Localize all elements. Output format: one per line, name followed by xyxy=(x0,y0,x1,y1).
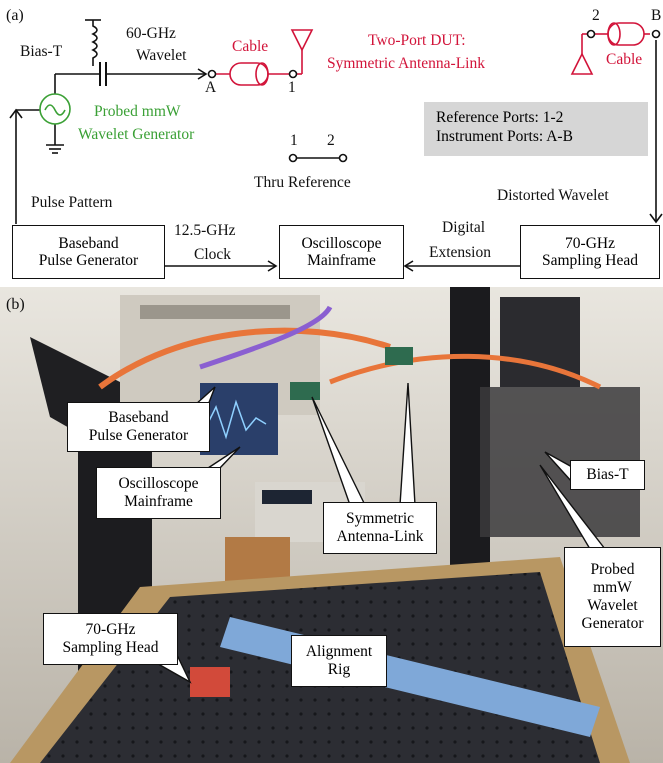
callout-baseband-line2: Pulse Generator xyxy=(88,427,189,444)
pointer-antenna-2 xyxy=(399,382,416,506)
callout-baseband-line1: Baseband xyxy=(108,409,169,427)
inductor-coil xyxy=(91,20,98,66)
arrow-distorted xyxy=(649,213,663,224)
callout-scope-line2: Mainframe xyxy=(124,493,193,510)
thru-label: Thru Reference xyxy=(254,174,351,191)
thru-port2-label: 2 xyxy=(327,132,335,149)
panel-a-label: (a) xyxy=(6,7,24,24)
callout-scope-line1: Oscilloscope xyxy=(118,475,199,493)
port-a-label: A xyxy=(205,79,217,96)
wavelet-label: Wavelet xyxy=(136,47,187,64)
arrow-trigger xyxy=(9,108,23,119)
sampling-box: 70-GHz Sampling Head xyxy=(520,225,660,279)
callout-align-line2: Rig xyxy=(327,661,351,678)
digital-line2: Extension xyxy=(429,244,491,261)
scope-line2: Mainframe xyxy=(307,252,376,269)
port-a-node xyxy=(207,69,217,79)
ports-info-box: Reference Ports: 1-2 Instrument Ports: A… xyxy=(424,102,648,156)
ref-ports-text: Reference Ports: 1-2 xyxy=(436,109,564,126)
callout-sampling-line2: Sampling Head xyxy=(62,639,159,656)
arrow-into-a xyxy=(197,68,208,80)
callout-biast: Bias-T xyxy=(570,460,645,490)
digital-line1: Digital xyxy=(442,219,486,236)
panel-b-label: (b) xyxy=(6,296,25,313)
antenna-right-icon xyxy=(570,52,594,75)
port-2-node xyxy=(586,29,596,39)
cable-left-label: Cable xyxy=(232,38,269,55)
baseband-box: Baseband Pulse Generator xyxy=(12,225,165,279)
instr-ports-text: Instrument Ports: A-B xyxy=(436,128,573,146)
scope-line1: Oscilloscope xyxy=(301,234,382,252)
antenna-left-icon xyxy=(290,29,314,52)
thru-port1-label: 1 xyxy=(290,132,298,149)
cable-right-label: Cable xyxy=(606,51,643,68)
callout-baseband: Baseband Pulse Generator xyxy=(67,402,210,452)
schematic-wires xyxy=(9,19,663,272)
antenna-horn-2 xyxy=(385,347,413,365)
pulse-pattern-label: Pulse Pattern xyxy=(31,194,113,211)
callout-sampling-line1: 70-GHz xyxy=(85,621,136,639)
callout-probed: Probed mmW Wavelet Generator xyxy=(564,547,661,647)
equipment-panel xyxy=(140,305,290,319)
generator-line1: Probed mmW xyxy=(94,103,181,120)
sine-icon xyxy=(44,104,66,116)
baseband-line1: Baseband xyxy=(58,234,119,252)
baseband-line2: Pulse Generator xyxy=(38,252,139,269)
thru-port2-node xyxy=(338,153,348,163)
port-1-node xyxy=(288,69,298,79)
callout-probed-line4: Generator xyxy=(581,614,644,632)
generator-line2: Wavelet Generator xyxy=(78,126,195,143)
callout-align: Alignment Rig xyxy=(291,635,387,687)
cable-right-end xyxy=(607,22,621,46)
callout-probed-line2: mmW xyxy=(593,579,632,597)
scope-trace xyxy=(205,399,267,440)
thru-port1-node xyxy=(288,153,298,163)
clock-line1: 12.5-GHz xyxy=(174,222,236,239)
callout-scope: Oscilloscope Mainframe xyxy=(96,467,221,519)
port-b-node xyxy=(651,29,661,39)
sampling-line2: Sampling Head xyxy=(542,252,638,269)
scope-box: Oscilloscope Mainframe xyxy=(279,225,404,279)
callout-sampling: 70-GHz Sampling Head xyxy=(43,613,178,665)
scope-screen xyxy=(200,383,278,455)
port-b-label: B xyxy=(651,7,662,24)
arrow-clock xyxy=(267,260,278,272)
callout-align-line1: Alignment xyxy=(305,643,373,661)
callout-antenna-line2: Antenna-Link xyxy=(336,528,424,545)
orange-cable-1 xyxy=(98,327,391,390)
bias-t-label: Bias-T xyxy=(20,43,63,60)
callout-antenna-line1: Symmetric xyxy=(345,510,415,528)
dut-line1: Two-Port DUT: xyxy=(368,32,466,49)
cable-right-body xyxy=(607,22,645,46)
orange-cable-2 xyxy=(329,353,602,390)
purple-cable xyxy=(199,305,333,370)
callout-antenna: Symmetric Antenna-Link xyxy=(323,502,437,554)
arrow-digital xyxy=(403,260,414,272)
clock-line2: Clock xyxy=(194,246,232,263)
cable-left-end xyxy=(255,62,269,86)
port-2-label: 2 xyxy=(592,7,600,24)
distorted-label: Distorted Wavelet xyxy=(497,187,609,204)
sampling-head-device xyxy=(190,667,230,697)
wavelet-freq-label: 60-GHz xyxy=(126,25,176,42)
pointer-antenna-1 xyxy=(311,396,367,506)
callout-probed-line3: Wavelet xyxy=(587,597,638,614)
lab-photo: (b) Baseband Pulse Generator Oscilloscop… xyxy=(0,287,663,763)
callout-probed-line1: Probed xyxy=(590,561,635,579)
sampling-line1: 70-GHz xyxy=(565,234,615,252)
cable-left-body xyxy=(229,62,269,86)
dut-line2: Symmetric Antenna-Link xyxy=(327,55,485,72)
mainframe-display xyxy=(262,490,312,504)
port-1-label: 1 xyxy=(288,79,296,96)
callout-biast-text: Bias-T xyxy=(586,466,629,484)
antenna-horn-1 xyxy=(290,382,320,400)
